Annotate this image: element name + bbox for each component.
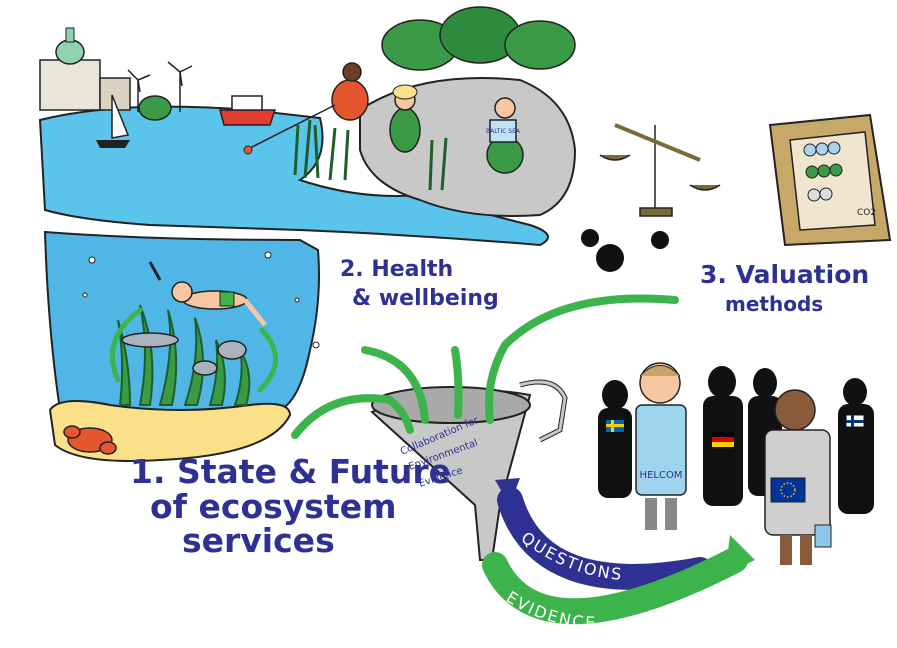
wind-turbines-icon	[127, 61, 193, 112]
money-bags-icon	[581, 229, 669, 272]
label-health-wellbeing: 2. Health & wellbeing	[340, 258, 499, 310]
scales-icon	[599, 123, 721, 217]
trees-left-icon	[138, 95, 172, 121]
fish-icon	[121, 332, 247, 376]
cycle-arrows-icon	[109, 307, 278, 393]
label-state-future-line2: of ecosystem	[150, 486, 397, 526]
eu-flag-icon	[770, 477, 806, 503]
reader-icon: BALTIC SEA	[486, 97, 524, 174]
abacus-icon: CO2	[768, 113, 892, 247]
snorkeler-icon	[148, 261, 267, 327]
fisherman-icon	[243, 62, 369, 155]
co2-label: CO2	[857, 208, 876, 218]
label-health-line2: & wellbeing	[352, 286, 499, 312]
forest-icon	[381, 6, 576, 71]
birdwatcher-icon	[389, 84, 421, 153]
label-valuation-methods: 3. Valuation methods	[700, 260, 870, 317]
label-state-future: 1. State & Future of ecosystem services	[130, 452, 452, 561]
helcom-person-icon: HELCOM	[635, 362, 687, 530]
sailboat-icon	[96, 94, 130, 148]
label-valuation-line2: methods	[725, 292, 824, 317]
helcom-label: HELCOM	[640, 470, 683, 481]
label-valuation-line1: 3. Valuation	[700, 260, 870, 289]
flag-finland-icon	[845, 414, 865, 428]
label-state-future-line3: services	[182, 521, 335, 561]
city-skyline-icon	[39, 27, 131, 111]
underwater-area	[43, 230, 320, 411]
reeds-icon	[293, 119, 448, 191]
label-health-line1: 2. Health	[340, 257, 454, 282]
flag-sweden-icon	[606, 420, 624, 432]
ferry-icon	[219, 95, 277, 126]
label-state-future-line1: 1. State & Future	[130, 452, 452, 491]
book-label: BALTIC SEA	[486, 128, 521, 135]
flag-germany-icon	[712, 432, 734, 447]
lobster-icon	[63, 425, 117, 455]
input-streams	[291, 294, 679, 439]
